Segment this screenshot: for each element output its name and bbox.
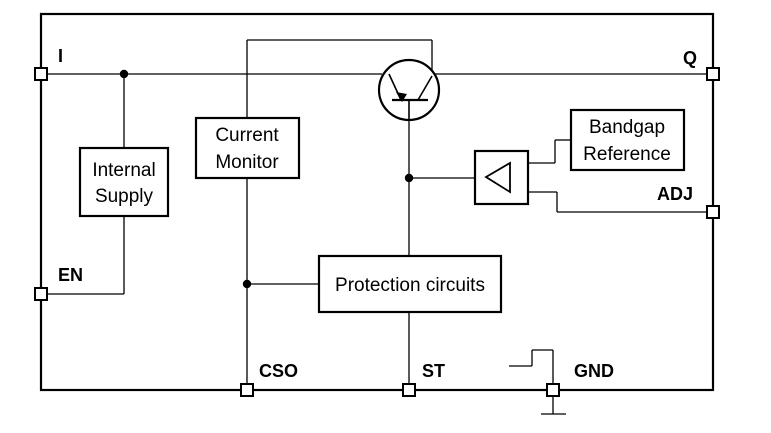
pin-i-pad [34, 67, 48, 81]
pin-adj-pad [706, 205, 720, 219]
bandgap-reference-block [569, 108, 686, 172]
pin-i-label: I [58, 46, 63, 66]
bandgap-reference-label-line2: Reference [583, 144, 671, 165]
pin-st-pad [402, 383, 416, 397]
current-monitor-block [194, 116, 301, 180]
pin-cso-pad [240, 383, 254, 397]
pin-q-pad [706, 67, 720, 81]
bandgap-reference-label-line1: Bandgap [589, 117, 665, 138]
junction-dot [404, 173, 414, 183]
error-amplifier-icon [473, 149, 530, 206]
protection-circuits-label: Protection circuits [335, 275, 485, 296]
pin-q-label: Q [683, 48, 697, 68]
wires [47, 39, 707, 415]
internal-supply-label-line2: Supply [95, 186, 154, 207]
chip-outline [39, 12, 715, 392]
pin-gnd-label: GND [574, 361, 614, 381]
pin-adj-label: ADJ [657, 184, 693, 204]
pin-st-label: ST [422, 361, 445, 381]
junction-dot [119, 69, 129, 79]
pin-en-label: EN [58, 265, 83, 285]
current-monitor-label-line2: Monitor [215, 152, 279, 173]
internal-supply-label-line1: Internal [92, 160, 155, 181]
pin-gnd-pad [546, 383, 560, 397]
pin-en-pad [34, 287, 48, 301]
internal-supply-block [78, 146, 170, 218]
protection-circuits-block [317, 254, 503, 314]
pass-transistor-icon [377, 58, 441, 122]
pin-cso-label: CSO [259, 361, 298, 381]
current-monitor-label-line1: Current [215, 125, 279, 146]
junction-dot [242, 279, 252, 289]
